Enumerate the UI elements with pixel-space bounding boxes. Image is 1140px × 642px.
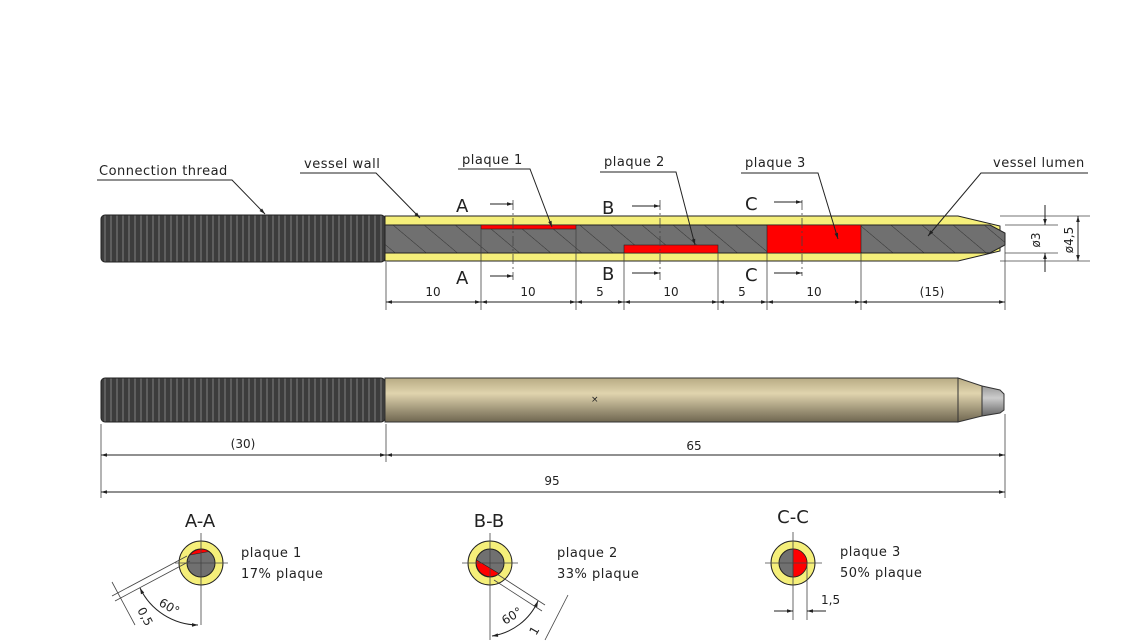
section-marker-a-top: A [456,196,469,217]
section-cut-c: C C [745,194,803,286]
leader-plaque-2: plaque 2 [600,155,696,246]
section-title: C-C [777,507,809,528]
connection-thread-exterior [100,377,386,423]
section-title: B-B [474,511,505,532]
diameter-outer-label: ø4,5 [1062,227,1076,253]
section-plaque-percent: 50% plaque [840,566,922,581]
label-connection-thread: Connection thread [99,164,228,179]
thickness-label: 1 [526,624,542,638]
section-a-a: A-A 60° 0,5 plaque 1 17% plaque [111,511,323,628]
label-vessel-wall: vessel wall [304,157,380,172]
leader-plaque-3: plaque 3 [741,156,839,240]
sectional-view: A A B B C C Connection thread vessel wal… [97,153,1090,310]
section-marker-c-top: C [745,194,758,215]
leader-plaque-1: plaque 1 [458,153,553,228]
label-plaque-2: plaque 2 [604,155,665,170]
diameter-inner-label: ø3 [1029,233,1043,248]
section-plaque-percent: 33% plaque [557,567,639,582]
dimension-chain-top: 10 10 5 10 5 10 (15) [385,229,1006,310]
section-plaque-percent: 17% plaque [241,567,323,582]
section-cut-b: B B [602,198,661,285]
plaque-3 [766,224,862,254]
catheter-taper [957,377,983,423]
angle-label: 60° [499,604,524,627]
dim-label: 5 [596,285,604,299]
dim-total-label: 95 [544,474,559,488]
leader-connection-thread: Connection thread [97,164,266,215]
diameter-dimensions: ø3 ø4,5 [1000,205,1090,272]
dimension-chain-side: (30) 65 95 [100,414,1006,498]
section-title: A-A [185,511,216,532]
leader-vessel-wall: vessel wall [300,157,421,219]
connection-thread [100,214,386,263]
label-plaque-3: plaque 3 [745,156,806,171]
dim-label: 10 [806,285,821,299]
catheter-body [384,377,959,423]
dim-label: 10 [520,285,535,299]
section-marker-a-bottom: A [456,268,469,289]
section-plaque-name: plaque 3 [840,545,901,560]
section-c-c: C-C 1,5 plaque 3 50% plaque [765,507,922,620]
label-plaque-1: plaque 1 [462,153,523,168]
label-vessel-lumen: vessel lumen [993,156,1085,171]
section-b-b: B-B 60° 1 plaque 2 33% plaque [462,511,639,641]
section-plaque-name: plaque 1 [241,546,302,561]
plaque-2 [623,244,719,254]
leader-vessel-lumen: vessel lumen [927,156,1088,237]
thickness-label: 1,5 [821,593,840,607]
dim-label: 10 [425,285,440,299]
dim-label: 10 [663,285,678,299]
section-marker-b-top: B [602,198,614,219]
dim-label: 5 [738,285,746,299]
angle-label: 60° [157,595,182,618]
thickness-label: 0,5 [134,605,155,628]
section-cut-a: A A [456,196,514,289]
dim-label: (15) [920,285,945,299]
section-plaque-name: plaque 2 [557,546,618,561]
plaque-1 [480,224,577,230]
catheter-tip [981,385,1005,417]
exterior-view: × (30) 65 95 [100,377,1006,498]
dim-thread-label: (30) [231,437,256,451]
dim-body-label: 65 [686,439,701,453]
section-marker-c-bottom: C [745,265,758,286]
center-mark: × [591,395,599,405]
section-marker-b-bottom: B [602,264,614,285]
